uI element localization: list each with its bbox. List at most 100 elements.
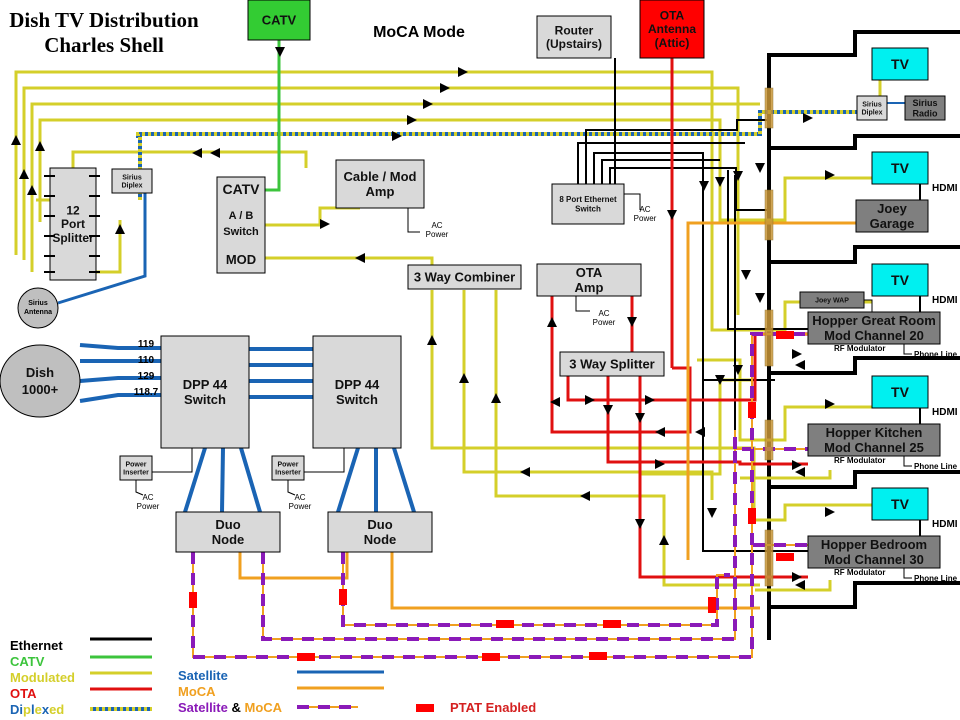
legend-label-satellite-moca: Satellite & MoCA <box>178 700 283 715</box>
satellite-wire <box>79 393 161 403</box>
power-cord <box>152 448 193 473</box>
duo-node-1-box-shape <box>175 511 281 553</box>
room-wall <box>769 245 960 264</box>
arrow-icon <box>695 427 705 437</box>
wall-plate <box>764 529 774 587</box>
ptat-marker <box>748 508 756 524</box>
cable-mod-amp-box-shape <box>335 159 425 209</box>
wall-plate <box>764 309 774 367</box>
router-box-shape <box>536 15 612 59</box>
modulated-wire <box>755 580 832 592</box>
arrow-icon <box>603 405 613 415</box>
arrow-icon <box>275 47 285 57</box>
joey-wap-box[interactable]: Joey WAP <box>799 291 865 309</box>
duo-node-2-box-label: Duo <box>367 517 392 532</box>
router-box-label: Router <box>555 23 594 37</box>
hopper-kitchen-box-label: Mod Channel 25 <box>824 440 924 455</box>
hdmi-label: HDMI <box>932 183 958 194</box>
arrow-icon <box>733 365 743 375</box>
joey-garage-box-shape <box>855 199 929 233</box>
arrow-icon <box>459 373 469 383</box>
legend-label-ptat-enabled: PTAT Enabled <box>450 700 536 715</box>
arrow-icon <box>635 519 645 529</box>
catv-source-box[interactable]: CATV <box>247 0 311 41</box>
combiner-3-way-box[interactable]: 3 Way Combiner <box>407 264 522 290</box>
tv-1-box-label: TV <box>891 56 910 72</box>
tv-4-box[interactable]: TV <box>871 375 929 409</box>
tv-1-box[interactable]: TV <box>871 47 929 81</box>
router-box[interactable]: Router(Upstairs) <box>536 15 612 59</box>
satellite-wire <box>392 447 416 513</box>
satellite-wire <box>79 376 161 383</box>
catv-ab-label: MOD <box>226 252 256 267</box>
satmoca-wire-dash <box>191 543 808 659</box>
arrow-icon <box>11 135 21 145</box>
hopper-great-room-box-label: Hopper Great Room <box>812 313 936 328</box>
ethernet-wire <box>593 152 775 381</box>
hdmi-label: HDMI <box>932 407 958 418</box>
ptat-marker <box>482 653 500 661</box>
room-wall <box>769 356 960 375</box>
power-cord <box>287 480 296 496</box>
sirius-antenna-label: Antenna <box>24 309 52 316</box>
ethernet-wire <box>609 167 770 211</box>
tv-2-box-shape <box>871 151 929 185</box>
modulated-wire <box>258 206 360 227</box>
satellite-orbit-label: 110 <box>138 355 155 366</box>
room-wall <box>769 134 960 150</box>
dish-label: 1000+ <box>22 382 59 397</box>
ota-wire <box>550 295 642 575</box>
moca-wire <box>238 552 349 580</box>
satmoca-wire <box>342 552 730 626</box>
sirius-diplex-left-box-shape <box>111 168 153 194</box>
ethernet-cord <box>864 299 873 312</box>
ethernet-wire <box>577 142 745 185</box>
arrow-icon <box>715 177 725 187</box>
hdmi-label: HDMI <box>932 295 958 306</box>
rf-modulator-label: RF Modulator <box>834 344 886 353</box>
tv-5-box[interactable]: TV <box>871 487 929 521</box>
catv-ab-switch-box-shape <box>216 176 266 274</box>
splitter-3-way-box[interactable]: 3 Way Splitter <box>559 351 665 377</box>
joey-wap-box-label: Joey WAP <box>815 297 849 304</box>
legend-label-ethernet: Ethernet <box>10 638 63 653</box>
tv-2-box[interactable]: TV <box>871 151 929 185</box>
legend: EthernetCATVModulatedOTADiplexedSatellit… <box>10 637 536 717</box>
catv-ab-switch-box[interactable] <box>216 176 266 274</box>
arrow-icon <box>458 67 468 77</box>
arrow-icon <box>645 395 655 405</box>
satellite-orbit-label: 129 <box>138 371 155 382</box>
ptat-marker <box>297 653 315 661</box>
arrow-icon <box>192 148 202 158</box>
sirius-antenna-label: Sirius <box>28 300 48 307</box>
hopper-kitchen-box-label: Hopper Kitchen <box>826 425 923 440</box>
modulated-wire <box>30 102 760 272</box>
arrow-icon <box>550 397 560 407</box>
duo-node-2-box-shape <box>327 511 433 553</box>
ptat-marker <box>748 402 756 418</box>
tv-3-box[interactable]: TV <box>871 263 929 297</box>
legend-label-catv: CATV <box>10 654 45 669</box>
power-cord <box>135 480 144 496</box>
legend-label-diplexed: Diplexed <box>10 702 64 717</box>
tv-2-box-label: TV <box>891 160 910 176</box>
joey-garage-box-label: Garage <box>870 216 915 231</box>
